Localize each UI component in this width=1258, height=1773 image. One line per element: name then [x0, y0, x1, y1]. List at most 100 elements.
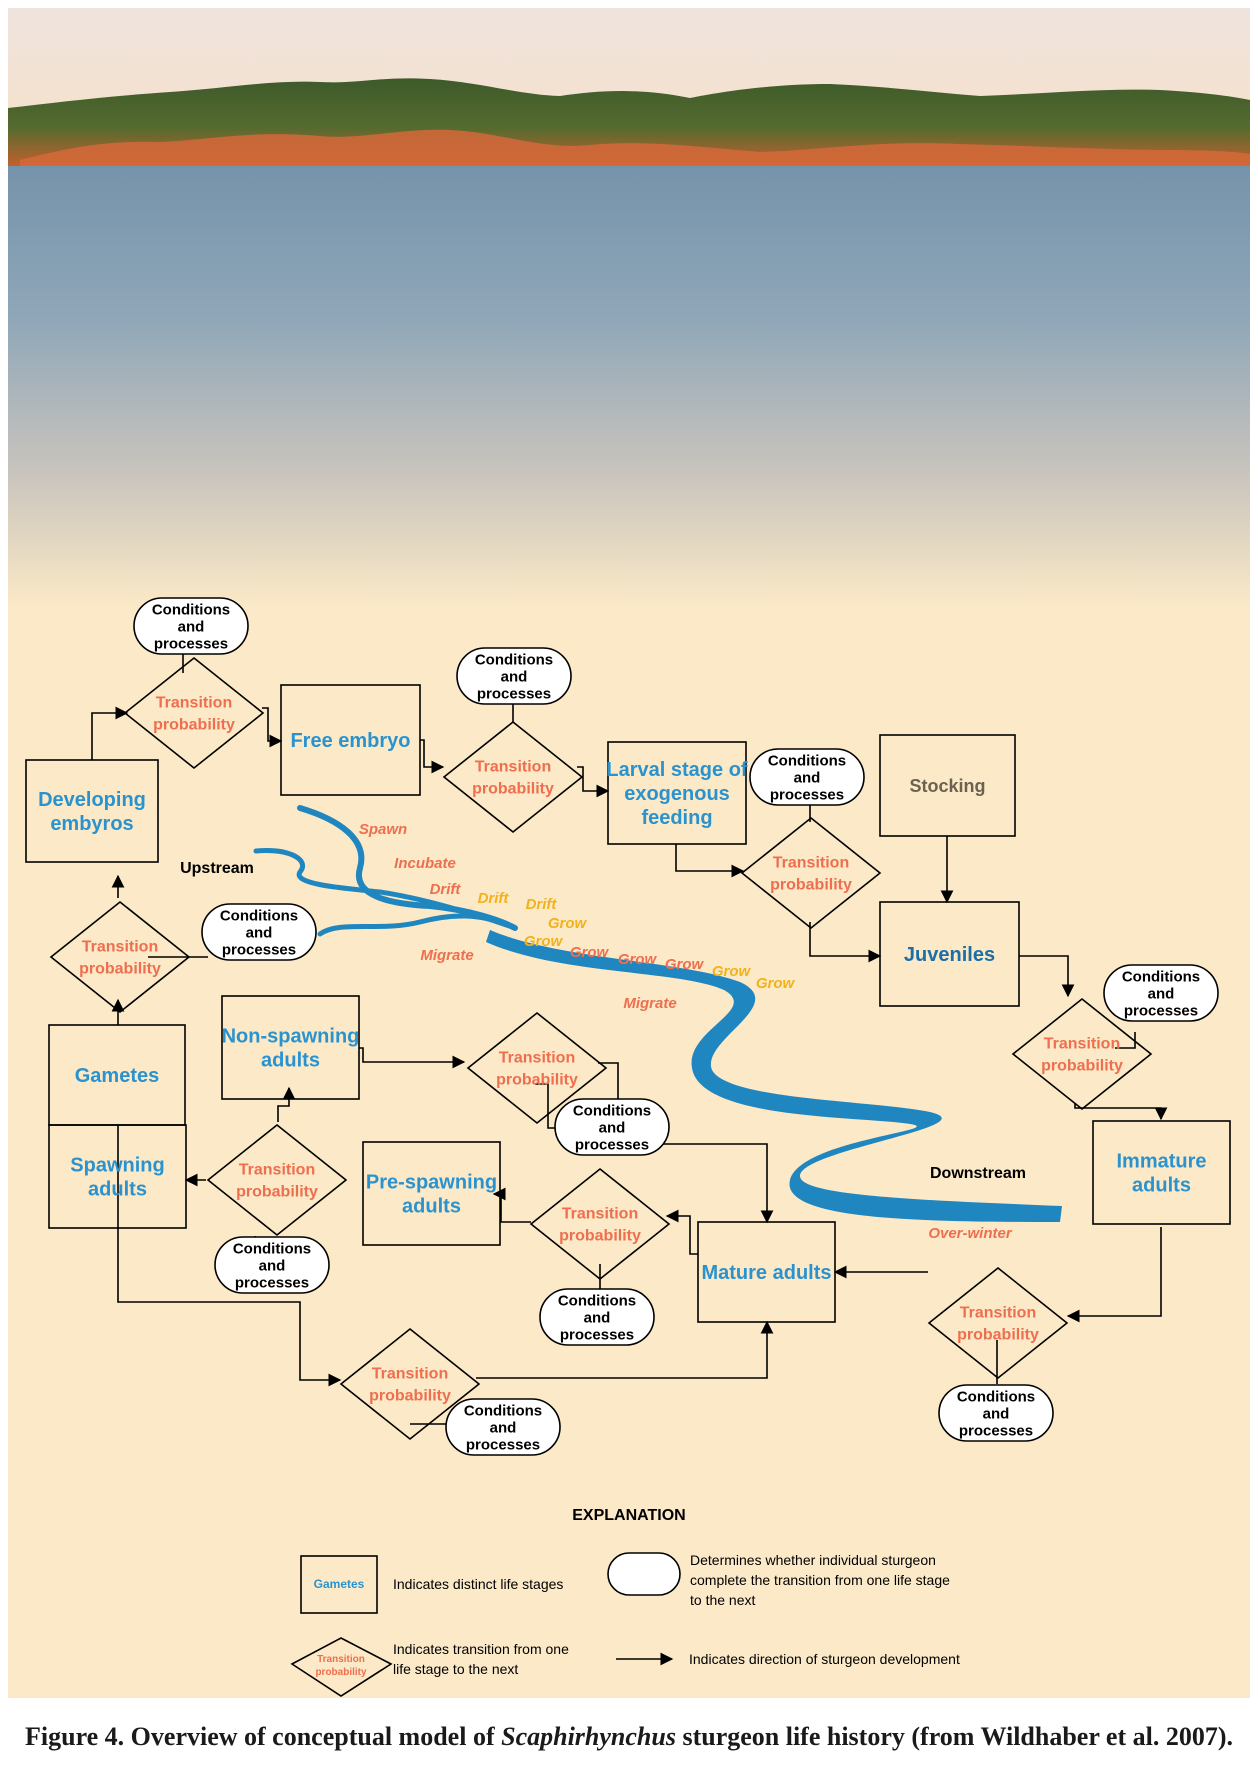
transition-label-9-line-1: Transition — [372, 1366, 448, 1383]
transition-label-3: Transition probability — [770, 855, 852, 894]
conditions-oval-6 — [554, 1098, 670, 1156]
conditions-label-8-line-3: processes — [560, 1326, 634, 1343]
conditions-label-5-line-3: processes — [222, 941, 296, 958]
conditions-label-3-line-3: processes — [770, 786, 844, 803]
transition-label-3-line-2: probability — [770, 877, 852, 894]
immature-adults-label-line-1: Immature — [1116, 1151, 1206, 1173]
legend-transition-sample: Transition probability — [315, 1654, 367, 1678]
stocking-box — [879, 734, 1016, 837]
legend-conditions-desc-line-3: to the next — [690, 1592, 755, 1608]
legend-conditions-oval — [607, 1552, 681, 1596]
conditions-label-1-line-1: Conditions — [152, 601, 230, 618]
transition-label-5-line-1: Transition — [82, 939, 158, 956]
river-label-drift-2: Drift — [478, 890, 510, 907]
caption-suffix: sturgeon life history (from Wildhaber et… — [675, 1722, 1233, 1751]
juveniles-box — [879, 901, 1020, 1007]
river-label-over-winter: Over-winter — [928, 1225, 1013, 1242]
non-spawning-adults-box — [221, 995, 360, 1100]
explanation-title: EXPLANATION — [572, 1507, 685, 1524]
transition-label-2: Transition probability — [472, 759, 554, 798]
legend-stage-sample-line-1: Gametes — [314, 1577, 365, 1591]
conditions-oval-3 — [749, 748, 865, 806]
transition-diamond-6 — [466, 1011, 608, 1125]
legend-transition-sample-line-2: probability — [315, 1667, 367, 1678]
explanation-legend — [290, 1552, 681, 1697]
larval-stage-label-line-3: feeding — [641, 807, 712, 829]
non-spawning-adults-label-line-2: adults — [261, 1050, 320, 1072]
conditions-label-10-line-3: processes — [959, 1422, 1033, 1439]
transition-diamond-1 — [123, 656, 265, 770]
transition-label-1-line-2: probability — [153, 717, 235, 734]
river-label-migrate-2: Migrate — [623, 995, 676, 1012]
gametes-label: Gametes — [75, 1065, 160, 1087]
legend-stage-box — [300, 1555, 378, 1614]
transition-label-2-line-1: Transition — [475, 759, 551, 776]
transition-diamond-5 — [49, 900, 191, 1014]
caption-italic-genus: Scaphirhynchus — [501, 1722, 676, 1751]
conditions-oval-1 — [133, 597, 249, 655]
non-spawning-adults-label-line-1: Non-spawning — [222, 1026, 360, 1048]
transition-label-2-line-2: probability — [472, 781, 554, 798]
transition-label-5: Transition probability — [79, 939, 161, 978]
legend-transition-desc-line-2: life stage to the next — [393, 1661, 518, 1677]
legend-transition-diamond — [290, 1637, 393, 1697]
conditions-label-6-line-3: processes — [575, 1136, 649, 1153]
river-label-grow-1: Grow — [548, 915, 588, 932]
conditions-label-2-line-1: Conditions — [475, 651, 553, 668]
spawning-adults-box — [48, 1124, 187, 1229]
transition-label-5-line-2: probability — [79, 961, 161, 978]
conditions-label-5-line-2: and — [246, 924, 273, 941]
conditions-oval-2 — [456, 647, 572, 705]
transition-label-7-line-2: probability — [236, 1184, 318, 1201]
developing-embryos-label-line-2: embyros — [50, 813, 133, 835]
conditions-label-4-line-1: Conditions — [1122, 968, 1200, 985]
transition-diamond-2 — [442, 720, 584, 834]
transition-label-6-line-1: Transition — [499, 1050, 575, 1067]
larval-stage-label-line-1: Larval stage of — [606, 759, 748, 781]
conditions-label-8-line-2: and — [584, 1309, 611, 1326]
transition-diamond-9 — [339, 1327, 481, 1441]
river-label-migrate-1: Migrate — [420, 947, 473, 964]
free-embryo-box — [280, 684, 421, 796]
juveniles-label: Juveniles — [904, 944, 995, 966]
immature-adults-box — [1092, 1120, 1231, 1225]
transition-label-3-line-1: Transition — [773, 855, 849, 872]
legend-conditions-desc-line-1: Determines whether individual sturgeon — [690, 1552, 936, 1568]
transition-label-6-line-2: probability — [496, 1072, 578, 1089]
transition-label-1-line-1: Transition — [156, 695, 232, 712]
river-label-upstream: Upstream — [180, 860, 254, 877]
river-label-downstream: Downstream — [930, 1165, 1026, 1182]
transition-label-8-line-1: Transition — [562, 1206, 638, 1223]
river-label-grow-4: Grow — [618, 951, 658, 968]
free-embryo-label: Free embryo — [290, 730, 410, 752]
spawning-adults-label-line-1: Spawning — [70, 1155, 164, 1177]
figure-caption: Figure 4. Overview of conceptual model o… — [0, 1722, 1258, 1752]
river-label-grow-6: Grow — [712, 963, 752, 980]
legend-stage-desc-line-1: Indicates distinct life stages — [393, 1576, 563, 1592]
legend-transition-sample-line-1: Transition — [317, 1654, 365, 1665]
larval-stage-box — [607, 741, 747, 845]
conditions-label-6-line-1: Conditions — [573, 1102, 651, 1119]
conditions-label-5-line-1: Conditions — [220, 907, 298, 924]
pre-spawning-adults-label-line-2: adults — [402, 1196, 461, 1218]
larval-stage-label-line-2: exogenous — [624, 783, 730, 805]
conditions-label-4-line-3: processes — [1124, 1002, 1198, 1019]
caption-prefix: Figure 4. Overview of conceptual model o… — [25, 1722, 502, 1751]
legend-arrow-desc-line-1: Indicates direction of sturgeon developm… — [689, 1651, 960, 1667]
conditions-label-10-line-1: Conditions — [957, 1388, 1035, 1405]
conditions-label-7-line-1: Conditions — [233, 1240, 311, 1257]
mature-adults-label: Mature adults — [701, 1262, 831, 1284]
immature-adults-label-line-2: adults — [1132, 1175, 1191, 1197]
conditions-oval-10 — [938, 1384, 1054, 1442]
